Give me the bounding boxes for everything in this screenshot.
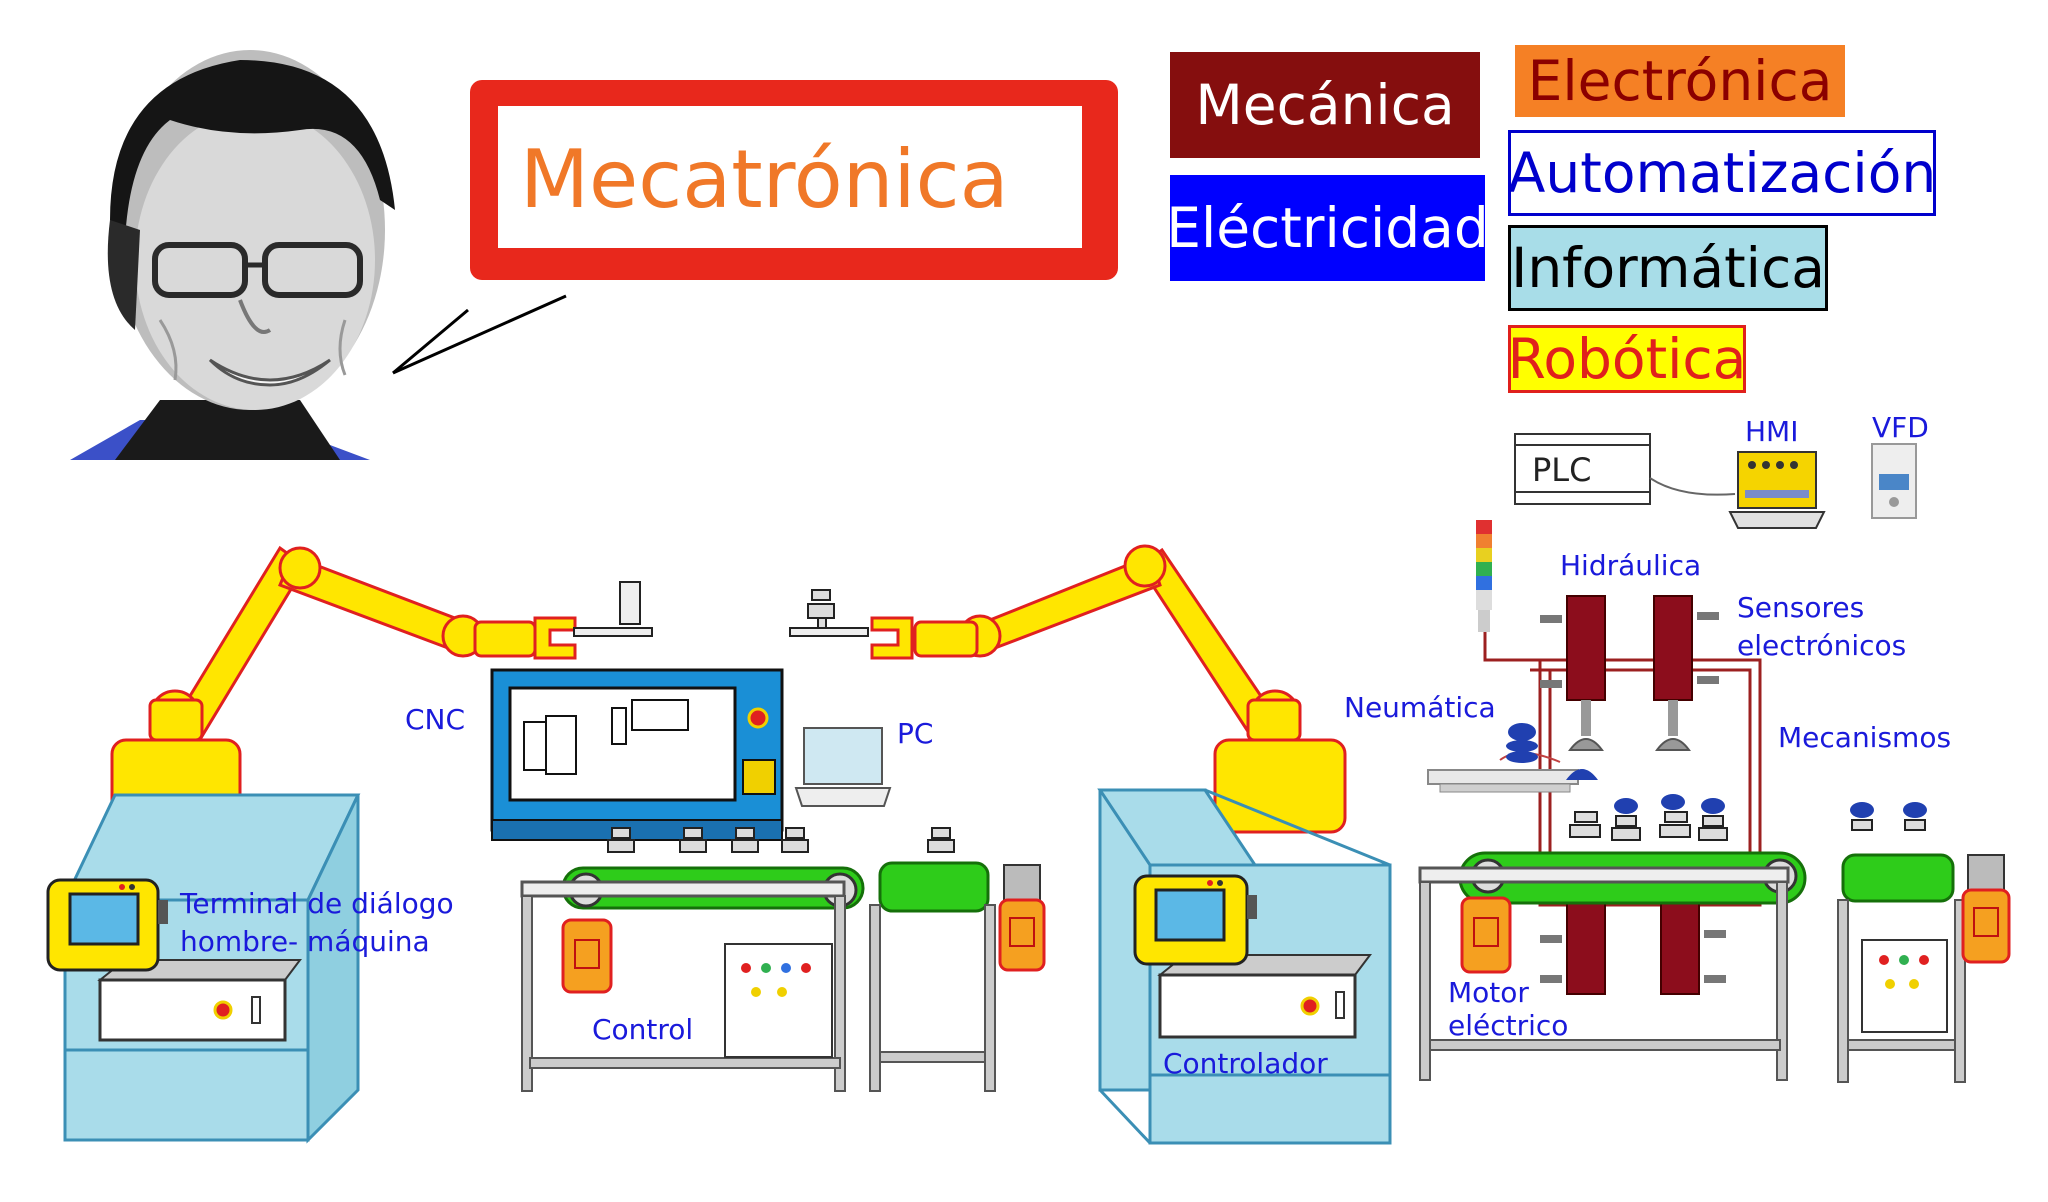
terminal-label-line1: Terminal de diálogo [180, 887, 454, 920]
motor-label-line2: eléctrico [1448, 1009, 1569, 1042]
hidraulica-label: Hidráulica [1560, 549, 1702, 582]
portrait [70, 50, 395, 460]
conveyor-parts-right [1569, 794, 1927, 841]
signal-tower [1476, 520, 1492, 632]
left-conveyor [520, 866, 865, 1092]
sensores-label-line1: Sensores [1737, 591, 1865, 624]
control-label: Control [592, 1013, 694, 1046]
conveyor-parts-left [607, 827, 955, 853]
discipline-informatica: Informática [1508, 225, 1828, 311]
pc-label: PC [897, 717, 934, 750]
speech-tail [392, 294, 567, 375]
terminal-label-line2: hombre- máquina [180, 925, 430, 958]
discipline-electricidad: Eléctricidad [1166, 175, 1489, 281]
far-right-conveyor [1837, 853, 2011, 1083]
neumatica-label: Neumática [1344, 691, 1496, 724]
bubble-text: Mecatrónica [520, 133, 1009, 226]
sensores-label-line2: electrónicos [1737, 629, 1907, 662]
left-motor [561, 918, 613, 994]
discipline-robotica: Robótica [1508, 325, 1746, 393]
plc-label: PLC [1532, 451, 1592, 489]
discipline-mecanica: Mecánica [1170, 52, 1480, 158]
discipline-electronica: Electrónica [1515, 45, 1845, 117]
vfd-label: VFD [1872, 411, 1929, 444]
controlador-label: Controlador [1163, 1047, 1328, 1080]
pneumatic-assembly [1427, 723, 1598, 793]
left-hmi-pendant [46, 878, 168, 972]
right-cabinet [1097, 788, 1392, 1145]
hmi-label: HMI [1745, 415, 1799, 448]
right-conveyor [1418, 851, 1807, 1081]
speech-bubble: Mecatrónica [470, 80, 1118, 280]
left-cabinet [62, 793, 361, 1144]
hmi-laptop [1728, 451, 1826, 529]
vfd-drive [1871, 443, 1917, 519]
cnc-label: CNC [405, 703, 466, 736]
middle-conveyor [869, 861, 1046, 1092]
right-hmi-pendant [1133, 874, 1257, 966]
pc-laptop [794, 727, 892, 807]
mecanismos-label: Mecanismos [1778, 721, 1952, 754]
cnc-machine [490, 668, 784, 841]
hydraulic-cylinders [1540, 595, 1726, 995]
plc-device [1514, 433, 1736, 505]
workpieces-top [573, 581, 869, 637]
motor-label-line1: Motor [1448, 976, 1529, 1009]
right-robot-arm [870, 544, 1347, 834]
discipline-automatizacion: Automatización [1508, 130, 1936, 216]
